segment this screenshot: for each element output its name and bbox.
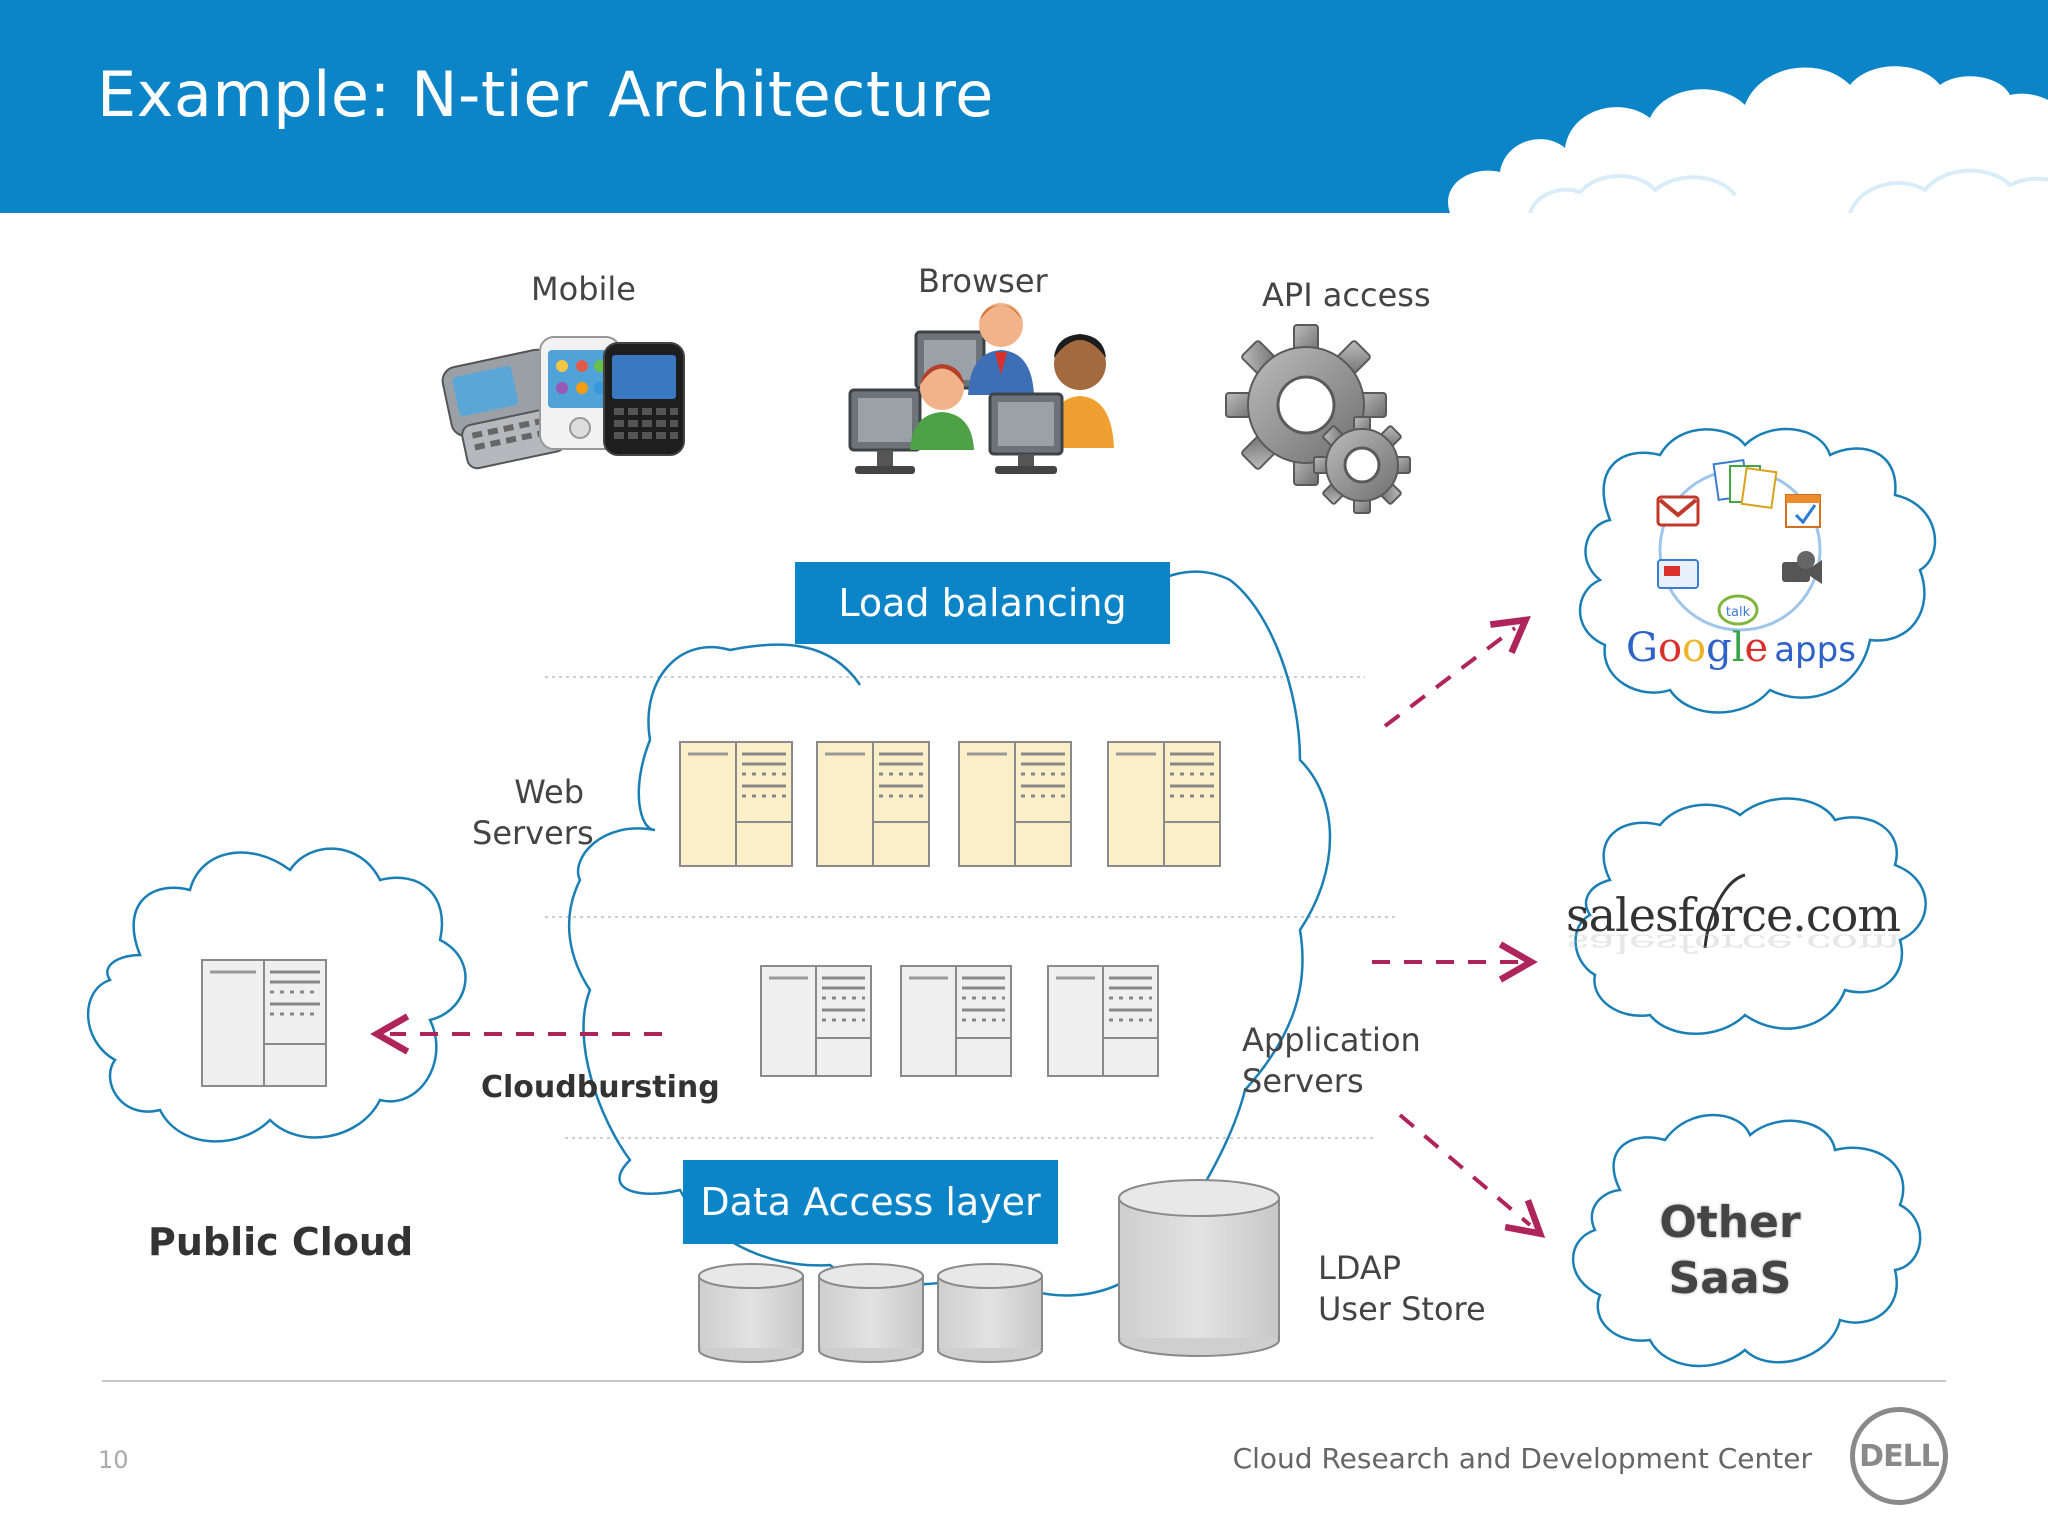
load-balancing-box: Load balancing (795, 562, 1170, 644)
google-apps-label: apps (1774, 630, 1856, 670)
database-cylinder (818, 1263, 924, 1363)
app-server (760, 965, 872, 1077)
footer-divider (102, 1380, 1946, 1382)
salesforce-logo: salesforce.com (1566, 888, 1901, 942)
slide-header: Example: N-tier Architecture (0, 0, 2048, 213)
salesforce-cloud-outline (1574, 797, 1927, 1035)
ldap-database-cylinder (1118, 1179, 1280, 1357)
talk-icon: talk (1717, 594, 1759, 626)
header-clouds-decoration (1448, 66, 2048, 213)
app-servers-label: Application Servers (1242, 1021, 1421, 1100)
cloudbursting-label: Cloudbursting (481, 1070, 720, 1105)
sites-icon (1657, 559, 1699, 589)
arrows (370, 616, 1546, 1238)
database-cylinder (937, 1263, 1043, 1363)
load-balancing-label: Load balancing (838, 581, 1127, 625)
arrow-to-other-saas (1398, 1113, 1546, 1238)
other-saas-cloud-outline (1571, 1113, 1922, 1368)
calendar-icon (1785, 494, 1821, 528)
gmail-icon (1656, 495, 1700, 527)
ldap-label: LDAP User Store (1318, 1249, 1486, 1328)
public-cloud-label: Public Cloud (148, 1220, 414, 1264)
google-apps-icons: talk (1656, 458, 1822, 632)
slide-title: Example: N-tier Architecture (97, 58, 994, 131)
browser-label: Browser (918, 262, 1048, 300)
other-saas-label: Other SaaS (1659, 1197, 1801, 1304)
gears-icon (1225, 324, 1411, 514)
arrow-to-google (1383, 616, 1531, 728)
database-group (698, 1179, 1280, 1363)
salesforce-logo-reflection: salesforce.com (1566, 928, 1900, 958)
public-cloud-server (201, 959, 327, 1087)
dell-logo: DELL (1850, 1407, 1948, 1505)
browser-users-icon (848, 303, 1114, 474)
talk-label: talk (1726, 605, 1751, 620)
page-number: 10 (98, 1446, 129, 1474)
app-server (1047, 965, 1159, 1077)
data-access-layer-box: Data Access layer (683, 1160, 1058, 1244)
salesforce-swoosh (1703, 873, 1746, 949)
footer-text: Cloud Research and Development Center (1232, 1442, 1812, 1475)
video-icon (1782, 551, 1822, 584)
web-server (679, 741, 793, 867)
web-server (816, 741, 930, 867)
web-servers-group (679, 741, 1221, 867)
mobile-label: Mobile (531, 270, 636, 308)
mobile-devices-icon (441, 336, 685, 470)
api-access-label: API access (1262, 276, 1431, 314)
docs-icon (1712, 458, 1778, 510)
web-servers-label: Web Servers (472, 773, 594, 852)
database-cylinder (698, 1263, 804, 1363)
google-logo-text: Google (1626, 625, 1769, 671)
app-servers-group (760, 965, 1159, 1077)
data-access-layer-label: Data Access layer (700, 1180, 1041, 1224)
tier-separators (545, 676, 1395, 1139)
web-server (958, 741, 1072, 867)
app-server (900, 965, 1012, 1077)
dell-logo-text: DELL (1859, 1438, 1940, 1474)
web-server (1107, 741, 1221, 867)
